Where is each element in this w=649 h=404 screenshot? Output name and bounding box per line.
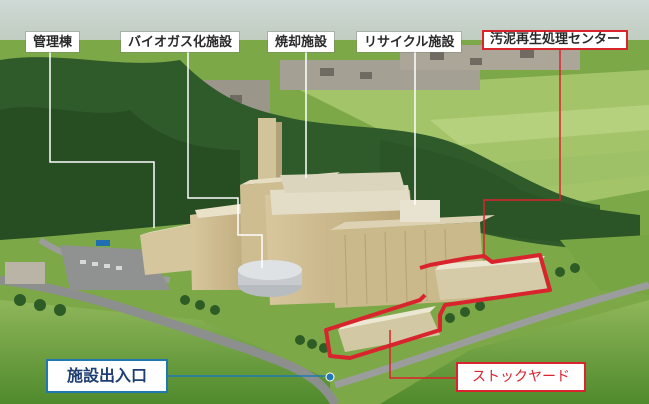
main-road bbox=[0, 275, 339, 404]
main-complex bbox=[190, 118, 495, 308]
entrance-leader bbox=[168, 372, 335, 382]
label-admin-building: 管理棟 bbox=[26, 32, 80, 52]
label-sludge-center: 汚泥再生処理センター bbox=[482, 30, 629, 50]
label-biogas-facility: バイオガス化施設 bbox=[121, 32, 240, 52]
label-facility-entrance: 施設出入口 bbox=[46, 359, 168, 393]
biogas-tanks bbox=[238, 260, 302, 297]
leader-lines bbox=[49, 48, 416, 268]
label-stockyard: ストックヤード bbox=[456, 362, 586, 392]
parking-building bbox=[5, 262, 45, 284]
parking-lot bbox=[60, 245, 170, 290]
sludge-highlight-outline bbox=[324, 253, 552, 360]
red-leader-lines bbox=[389, 48, 561, 379]
label-incineration-facility: 焼却施設 bbox=[268, 32, 335, 52]
admin-building bbox=[140, 222, 200, 275]
label-recycle-facility: リサイクル施設 bbox=[357, 32, 462, 52]
